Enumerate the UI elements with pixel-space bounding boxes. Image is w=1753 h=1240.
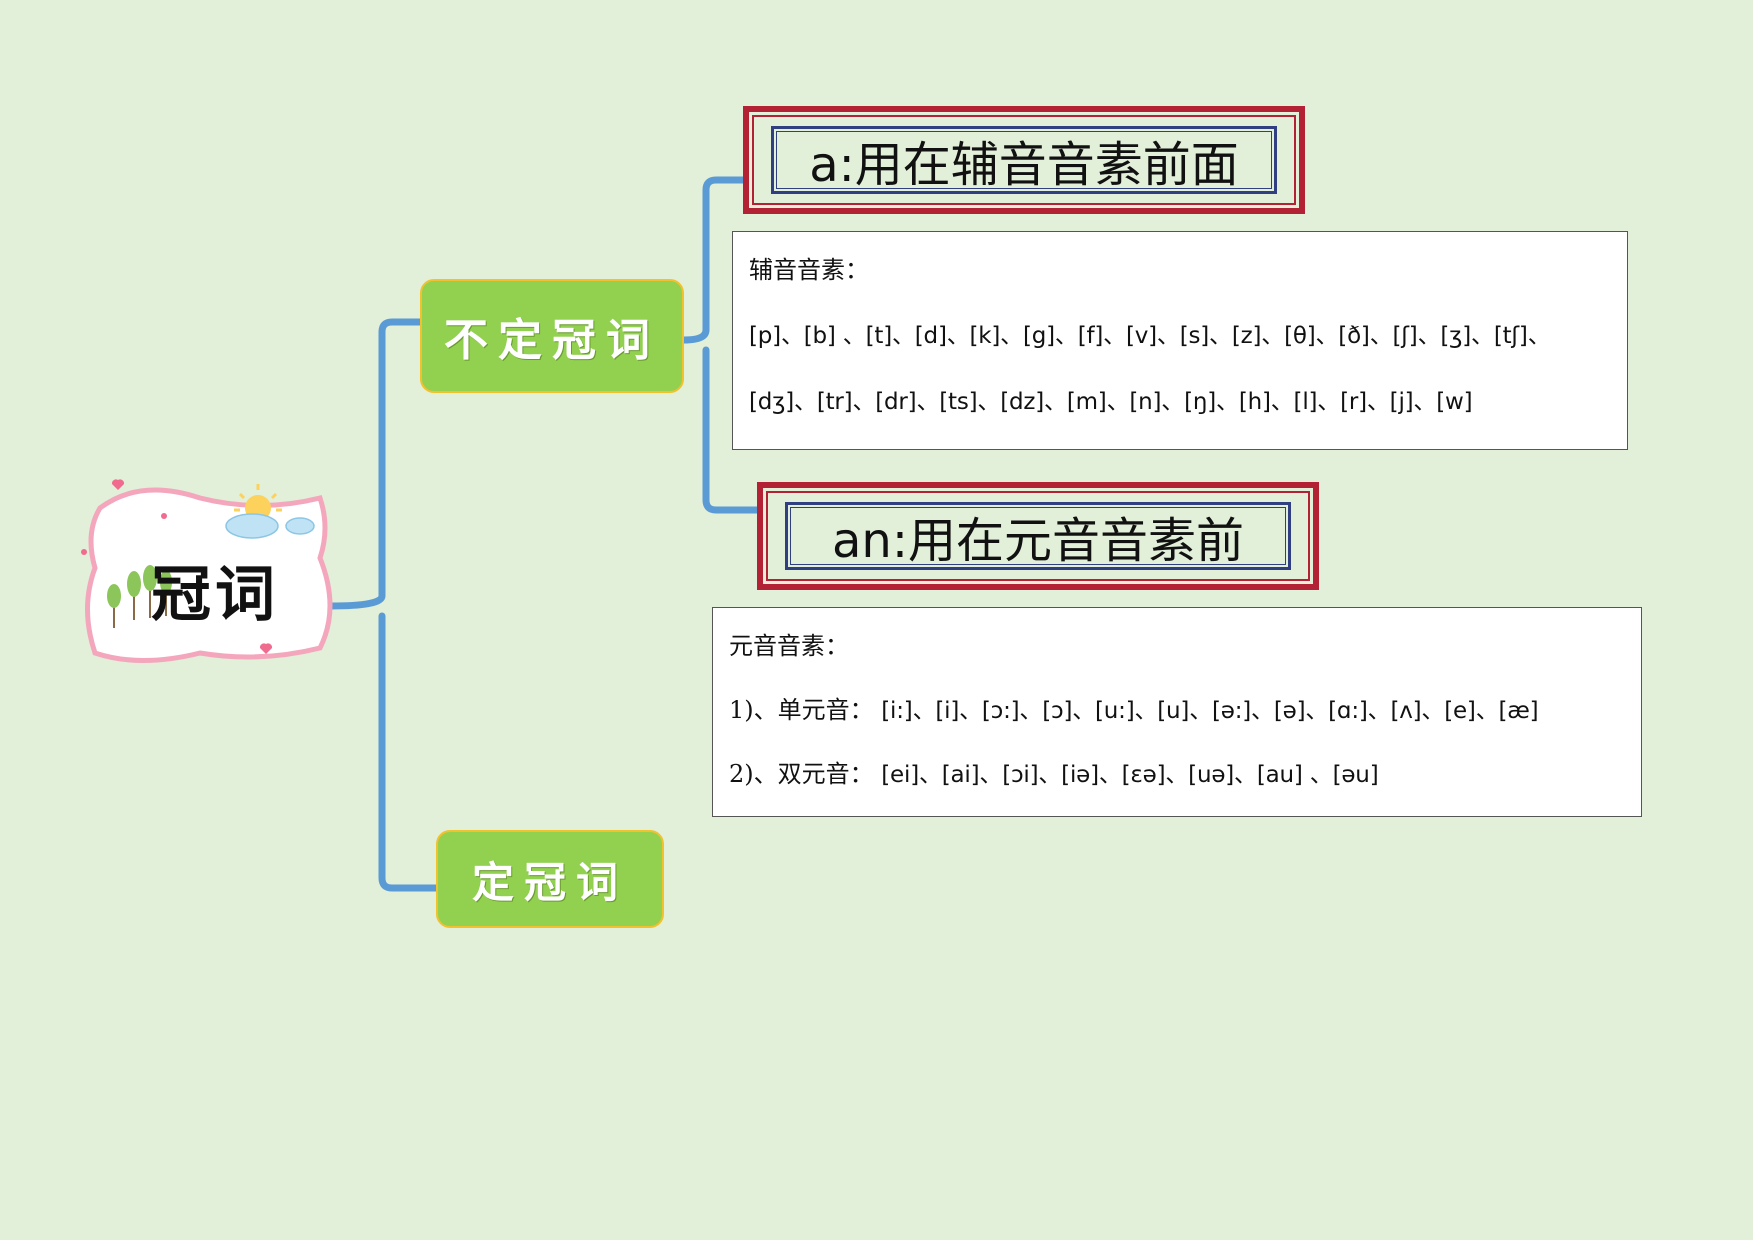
- root-connector: [326, 318, 424, 610]
- card-a-inner-frame: a:用在辅音音素前面: [771, 126, 1277, 194]
- note-vowels: 元音音素： 1)、单元音： [i:]、[i]、[ɔ:]、[ɔ]、[u:]、[u]…: [712, 607, 1642, 817]
- card-an-title: an:用在元音音素前: [831, 513, 1244, 569]
- indefinite-connector-lower: [702, 346, 761, 514]
- card-a-rule[interactable]: a:用在辅音音素前面: [743, 106, 1305, 214]
- root-frame: [81, 479, 333, 663]
- note-vowels-di-row: 2)、双元音： [ei]、[ai]、[ɔi]、[iə]、[ɛə]、[uə]、[a…: [729, 756, 1625, 820]
- card-an-rule[interactable]: an:用在元音音素前: [757, 482, 1319, 590]
- note-consonants-line1: [p]、[b] 、[t]、[d]、[k]、[g]、[f]、[v]、[s]、[z]…: [749, 323, 1551, 349]
- root-topic[interactable]: 冠词: [80, 468, 340, 678]
- heart-icon: [81, 479, 273, 654]
- cloud-icon: [225, 513, 315, 539]
- mono-label: 1)、单元音：: [729, 696, 874, 724]
- di-label: 2)、双元音：: [729, 760, 874, 788]
- card-an-inner-frame: an:用在元音音素前: [785, 502, 1291, 570]
- root-connector-lower: [378, 612, 440, 892]
- di-list: [ei]、[ai]、[ɔi]、[iə]、[ɛə]、[uə]、[au] 、[əu]: [881, 762, 1379, 788]
- root-title: 冠词: [151, 560, 279, 630]
- branch-definite-article[interactable]: 定冠词: [436, 830, 664, 928]
- card-a-title: a:用在辅音音素前面: [809, 137, 1239, 193]
- note-vowels-mono-row: 1)、单元音： [i:]、[i]、[ɔ:]、[ɔ]、[u:]、[u]、[ə:]、…: [729, 692, 1625, 756]
- note-consonants: 辅音音素： [p]、[b] 、[t]、[d]、[k]、[g]、[f]、[v]、[…: [732, 231, 1628, 450]
- mono-list: [i:]、[i]、[ɔ:]、[ɔ]、[u:]、[u]、[ə:]、[ə]、[ɑ:]…: [881, 698, 1539, 724]
- branch-indefinite-article[interactable]: 不定冠词: [420, 279, 684, 393]
- indefinite-connector: [680, 176, 747, 344]
- note-vowels-heading: 元音音素：: [729, 632, 849, 660]
- tree-icon: [107, 565, 172, 628]
- note-consonants-heading: 辅音音素：: [749, 256, 869, 284]
- note-consonants-line2: [dʒ]、[tr]、[dr]、[ts]、[dz]、[m]、[n]、[ŋ]、[h]…: [749, 389, 1473, 415]
